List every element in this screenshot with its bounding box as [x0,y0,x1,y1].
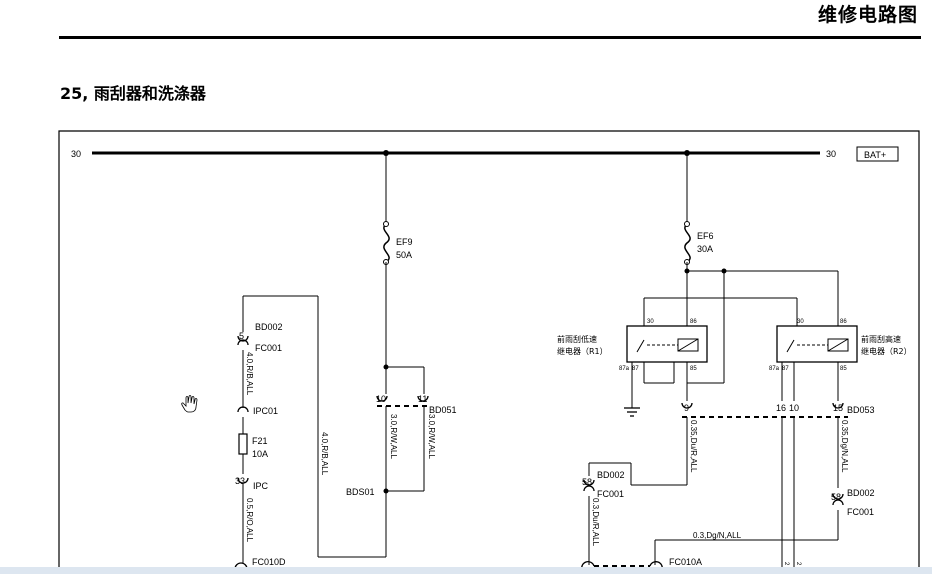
bottom-pin-left: 2 [783,562,789,566]
bd053-pin-10: 10 [789,403,799,413]
bd002-right-name: BD002 [847,488,875,498]
relay-r1-pin-85: 85 [690,366,697,372]
bd002-top-pin: 5 [239,331,244,341]
wire-4-0-rb-right: 4.0,R/B,ALL [320,432,329,476]
relay-r1-pin-87: 87 [632,366,639,372]
relay-r2-pin-30: 30 [797,319,804,325]
bus-label-left: 30 [71,149,81,159]
bds01-label: BDS01 [346,487,375,497]
fc001-top-name: FC001 [255,343,282,353]
bottom-pin-right: 2 [795,562,801,566]
ipc-label: IPC [253,481,269,491]
wire-0-35-dur: 0.35,Du/R,ALL [689,420,698,473]
bd053-pin-16: 16 [776,403,786,413]
bd002-mid-name: BD002 [597,470,625,480]
relay-r2-pin-85: 85 [840,366,847,372]
fuse-f21-rating: 10A [252,449,268,459]
fc001-right-name: FC001 [847,507,874,517]
diagram-frame [58,130,920,570]
bottom-scroll-strip [0,567,932,574]
relay-r1-pin-86: 86 [690,319,697,325]
power-bus: 30 30 BAT+ [71,146,899,162]
ef6-branch: EF6 30A [643,153,839,384]
relay-r1: 30 86 87a 87 85 前雨刮低速 继电器（R1） [557,319,708,417]
wire-0-3-dgn: 0.3,Dg/N,ALL [693,531,742,540]
section-title: 25, 雨刮器和洗涤器 [60,84,206,103]
relay-r2-name-line1: 前雨刮高速 [861,334,901,344]
bd051-name: BD051 [429,405,457,415]
fc001-mid-name: FC001 [597,489,624,499]
hand-cursor-icon [181,395,198,413]
ipc-pin: 33 [235,476,245,486]
header-rule [59,36,921,39]
wire-4-0-rb-left: 4.0,R/B,ALL [245,352,254,396]
relay-r2-name-line2: 继电器（R2） [861,346,912,356]
relay-r1-pin-87a: 87a [619,366,630,372]
bd053-name: BD053 [847,405,875,415]
fuse-f21-name: F21 [252,436,268,446]
bd002-top-name: BD002 [255,322,283,332]
relay-r1-pin-30: 30 [647,319,654,325]
fuse-ef9-name: EF9 [396,237,413,247]
bd051-pin-right: 11 [418,394,427,404]
fuse-ef9-rating: 50A [396,250,412,260]
wire-3-0-rw-right: 3.0,R/W,ALL [427,414,436,459]
relay-r2-pin-87a: 87a [769,366,780,372]
bd053-pin-15: 15 [833,403,843,413]
fc010d-label: FC010D [252,557,286,567]
lower-harness: 58 BD002 FC001 0.3,Du/R,ALL 58 BD002 FC0… [581,462,875,571]
ef9-branch: EF9 50A 10 11 BD051 BDS01 3.0,R/W,ALL 3.… [242,153,457,558]
wire-0-3-dur: 0.3,Du/R,ALL [591,498,600,547]
ipc-column: 5 BD002 FC001 4.0,R/B,ALL IPC01 F21 10A … [234,322,286,570]
bd051-pin-left: 10 [376,394,386,404]
bus-label-right: 30 [826,149,836,159]
document-header-title: 维修电路图 [817,4,918,26]
relay-r1-name-line2: 继电器（R1） [557,346,608,356]
relay-r2-pin-87: 87 [782,366,789,372]
fuse-ef6-rating: 30A [697,244,713,254]
relay-r1-name-line1: 前雨刮低速 [557,334,597,344]
bd053-pin-9: 9 [684,403,689,413]
relay-r2-pin-86: 86 [840,319,847,325]
bd053-connector: 9 16 10 15 BD053 0.35,Du/R,ALL 0.35,Dg/N… [681,402,875,567]
wire-3-0-rw-left: 3.0,R/W,ALL [389,414,398,459]
bat-label: BAT+ [864,150,886,160]
relay-r2: 30 86 87a 87 85 前雨刮高速 继电器（R2） [769,319,912,401]
bd002-mid-pin: 58 [582,477,592,487]
fuse-ef6-name: EF6 [697,231,714,241]
wire-0-35-dgn: 0.35,Dg/N,ALL [840,420,849,473]
bd002-right-pin: 58 [831,492,841,502]
fc010a-label: FC010A [669,557,702,567]
wire-0-5-ro: 0.5,R/O,ALL [245,498,254,543]
ipc01-label: IPC01 [253,406,278,416]
